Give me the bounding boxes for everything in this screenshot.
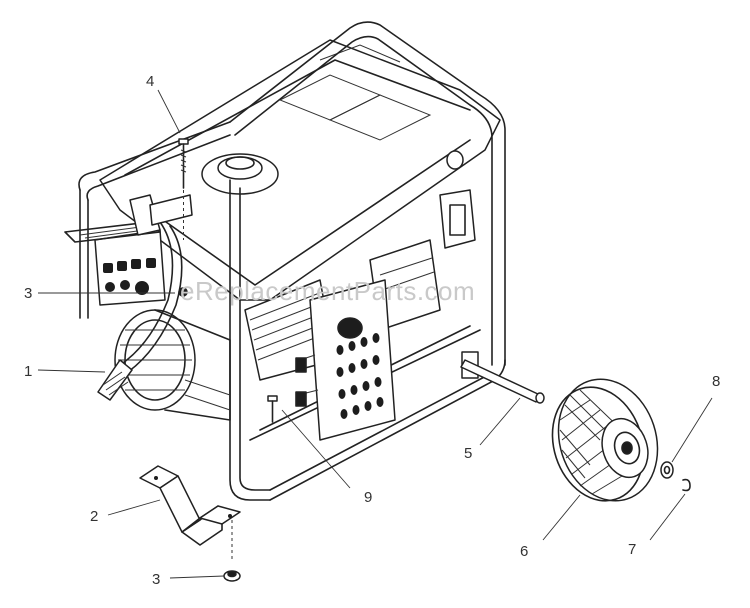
leader-lines: [37, 89, 713, 579]
callout-1: 1: [24, 363, 32, 380]
bolt-part-4: [178, 138, 189, 240]
callout-6: 6: [520, 543, 528, 560]
wheel-part-6: [551, 378, 659, 502]
foot-bracket-part-2: [139, 465, 241, 546]
callout-3-lower: 3: [152, 571, 160, 588]
callout-4: 4: [146, 73, 154, 90]
callout-2: 2: [90, 508, 98, 525]
callout-8: 8: [712, 373, 720, 390]
watermark-text: eReplacementParts.com: [180, 276, 475, 306]
callout-5: 5: [464, 445, 472, 462]
callout-7: 7: [628, 541, 636, 558]
axle-part-5: [460, 359, 545, 404]
callout-3-upper: 3: [24, 285, 32, 302]
generator-illustration: [64, 21, 506, 501]
screw-part-9: [267, 395, 278, 423]
callout-9: 9: [364, 489, 372, 506]
clip-part-7: [682, 478, 691, 492]
washer-part-8: [660, 461, 674, 479]
nut-part-3: [223, 520, 241, 582]
